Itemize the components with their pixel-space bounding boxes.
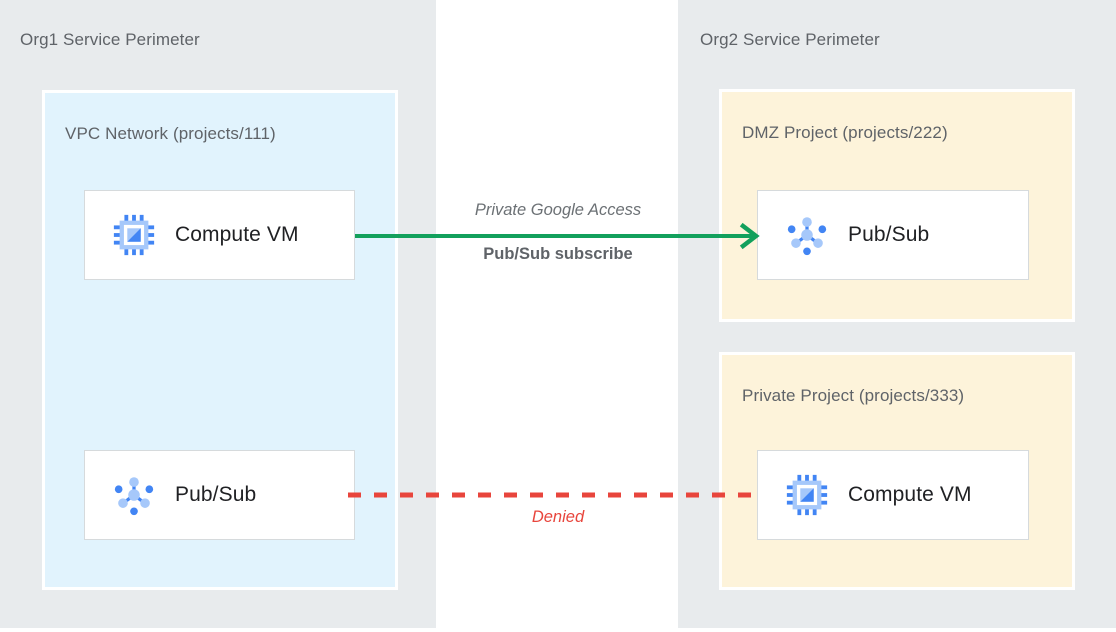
connector-denied-dashed-line: [348, 492, 764, 498]
resource-label-pubsub-org1: Pub/Sub: [175, 483, 257, 506]
perimeter-org2-title: Org2 Service Perimeter: [700, 30, 880, 49]
compute-vm-icon: [111, 212, 157, 258]
resource-label-compute-vm-org1: Compute VM: [175, 223, 299, 246]
perimeter-org1-title: Org1 Service Perimeter: [20, 30, 200, 49]
resource-label-pubsub-dmz: Pub/Sub: [848, 223, 930, 246]
connector-allowed-label-bottom: Pub/Sub subscribe: [483, 245, 633, 263]
pubsub-icon: [784, 212, 830, 258]
project-private-title: Private Project (projects/333): [742, 386, 965, 405]
connector-allowed-label-top: Private Google Access: [474, 201, 642, 219]
project-vpc-network-title: VPC Network (projects/111): [65, 124, 276, 143]
resource-card-pubsub-dmz[interactable]: Pub/Sub: [757, 190, 1029, 280]
resource-label-compute-vm-private: Compute VM: [848, 483, 972, 506]
pubsub-icon: [111, 472, 157, 518]
resource-card-pubsub-org1[interactable]: Pub/Sub: [84, 450, 355, 540]
resource-card-compute-vm-private[interactable]: Compute VM: [757, 450, 1029, 540]
project-dmz-title: DMZ Project (projects/222): [742, 123, 948, 142]
connector-denied-label: Denied: [531, 508, 585, 526]
connector-allowed-arrow: [355, 222, 760, 250]
compute-vm-icon: [784, 472, 830, 518]
resource-card-compute-vm-org1[interactable]: Compute VM: [84, 190, 355, 280]
